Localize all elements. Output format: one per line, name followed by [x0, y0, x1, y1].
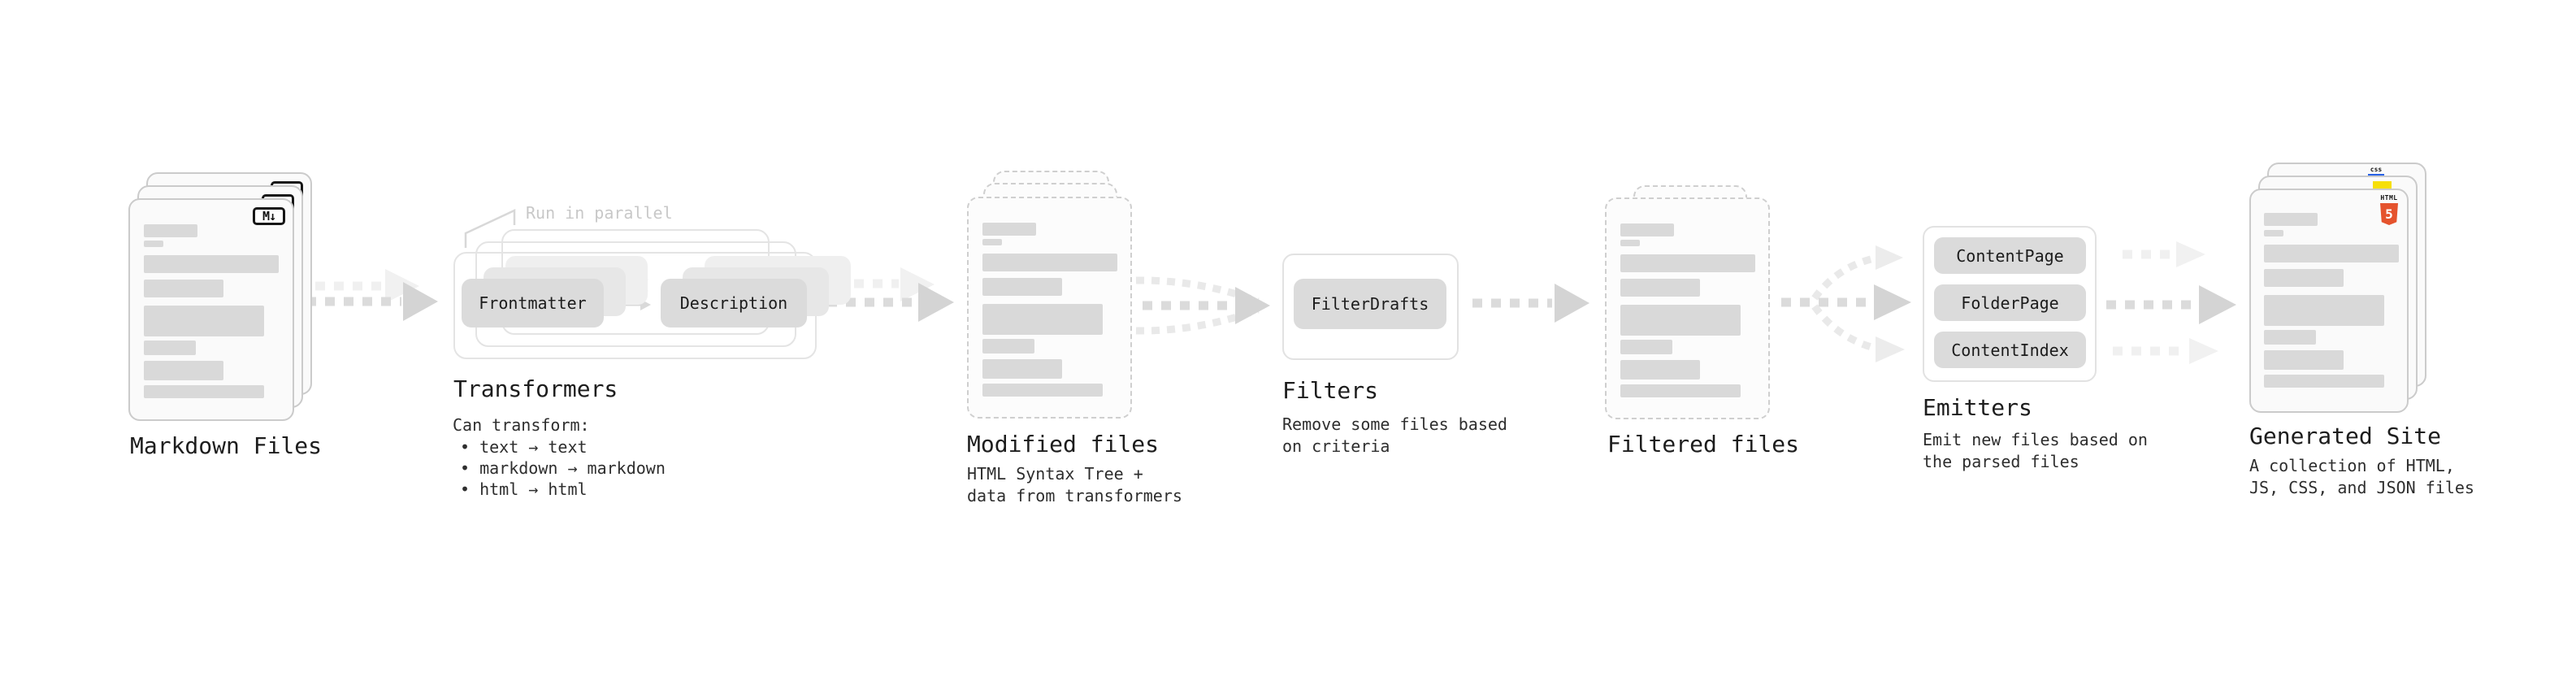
doc-line — [1620, 384, 1741, 397]
description-transformer-chip: Description — [661, 279, 807, 327]
generated-site-desc: JS, CSS, and JSON files — [2249, 478, 2474, 497]
doc-line — [144, 340, 196, 355]
modified-files-label: Modified files — [967, 431, 1160, 458]
folderpage-chip: FolderPage — [1934, 284, 2086, 321]
doc-line — [1620, 240, 1640, 246]
html5-icon: HTML 5 — [2379, 195, 2400, 225]
contentpage-chip: ContentPage — [1934, 237, 2086, 274]
emitters-desc: Emit new files based on — [1923, 430, 2148, 449]
doc-line — [144, 385, 264, 398]
html5-icon-word: HTML — [2380, 194, 2398, 202]
doc-line — [1620, 279, 1700, 297]
filterdrafts-chip: FilterDrafts — [1294, 279, 1446, 329]
generated-site-desc: A collection of HTML, — [2249, 456, 2455, 475]
doc-line — [2264, 330, 2316, 345]
doc-line — [2264, 230, 2283, 236]
transformers-bullet: • html → html — [460, 479, 588, 499]
filtered-doc-page-1 — [1605, 197, 1770, 419]
filtered-files-label: Filtered files — [1607, 431, 1800, 458]
frontmatter-transformer-chip: Frontmatter — [462, 279, 604, 327]
filters-desc: on criteria — [1282, 436, 1390, 456]
arrow-emitters-to-generated — [2106, 241, 2236, 364]
doc-line — [2264, 295, 2384, 326]
filters-desc: Remove some files based — [1282, 414, 1507, 434]
css-icon-bar — [2368, 174, 2384, 176]
doc-line — [982, 239, 1002, 245]
arrow-modified-to-filters — [1135, 276, 1270, 335]
css-icon-word: css — [2370, 166, 2383, 173]
doc-line — [144, 224, 197, 237]
markdown-icon: M↓ — [253, 207, 285, 225]
modified-files-desc: HTML Syntax Tree + — [967, 464, 1143, 484]
doc-line — [1620, 340, 1672, 354]
doc-line — [982, 359, 1062, 379]
generated-doc-page-1: HTML 5 — [2249, 189, 2409, 413]
emitters-desc: the parsed files — [1923, 452, 2079, 471]
arrow-filtered-to-emitters — [1781, 245, 1911, 362]
arrow-filters-to-filtered — [1472, 284, 1589, 323]
doc-line — [982, 339, 1034, 354]
doc-line — [982, 304, 1103, 335]
markdown-doc-page-1: M↓ — [128, 198, 294, 421]
doc-line — [2264, 245, 2399, 262]
markdown-files-label: Markdown Files — [130, 432, 323, 459]
doc-line — [1620, 254, 1755, 272]
doc-line — [2264, 350, 2344, 370]
run-in-parallel-note: Run in parallel — [526, 203, 673, 223]
generated-site-label: Generated Site — [2249, 423, 2442, 449]
doc-line — [1620, 223, 1674, 236]
doc-line — [144, 361, 223, 380]
doc-line — [144, 306, 264, 336]
emitters-label: Emitters — [1923, 394, 2032, 421]
doc-line — [1620, 360, 1700, 380]
modified-files-desc: data from transformers — [967, 486, 1182, 505]
doc-line — [144, 241, 163, 247]
doc-line — [144, 255, 279, 273]
filters-label: Filters — [1282, 377, 1379, 404]
doc-line — [982, 254, 1117, 271]
doc-line — [2264, 213, 2318, 226]
js-icon — [2373, 181, 2392, 190]
modified-doc-page-1 — [967, 197, 1132, 419]
doc-line — [2264, 269, 2344, 287]
css-icon: css — [2368, 167, 2384, 176]
contentindex-chip: ContentIndex — [1934, 332, 2086, 368]
transformers-label: Transformers — [453, 375, 618, 402]
transformers-desc-title: Can transform: — [453, 415, 590, 435]
transformers-bullet: • markdown → markdown — [460, 458, 666, 478]
doc-line — [982, 223, 1036, 236]
doc-line — [982, 384, 1103, 397]
html5-icon-shield: 5 — [2380, 203, 2398, 225]
transformers-bullet: • text → text — [460, 437, 588, 457]
doc-line — [2264, 375, 2384, 388]
arrow-markdown-to-transformers — [306, 269, 438, 321]
doc-line — [982, 278, 1062, 296]
doc-line — [1620, 305, 1741, 336]
doc-line — [144, 280, 223, 297]
